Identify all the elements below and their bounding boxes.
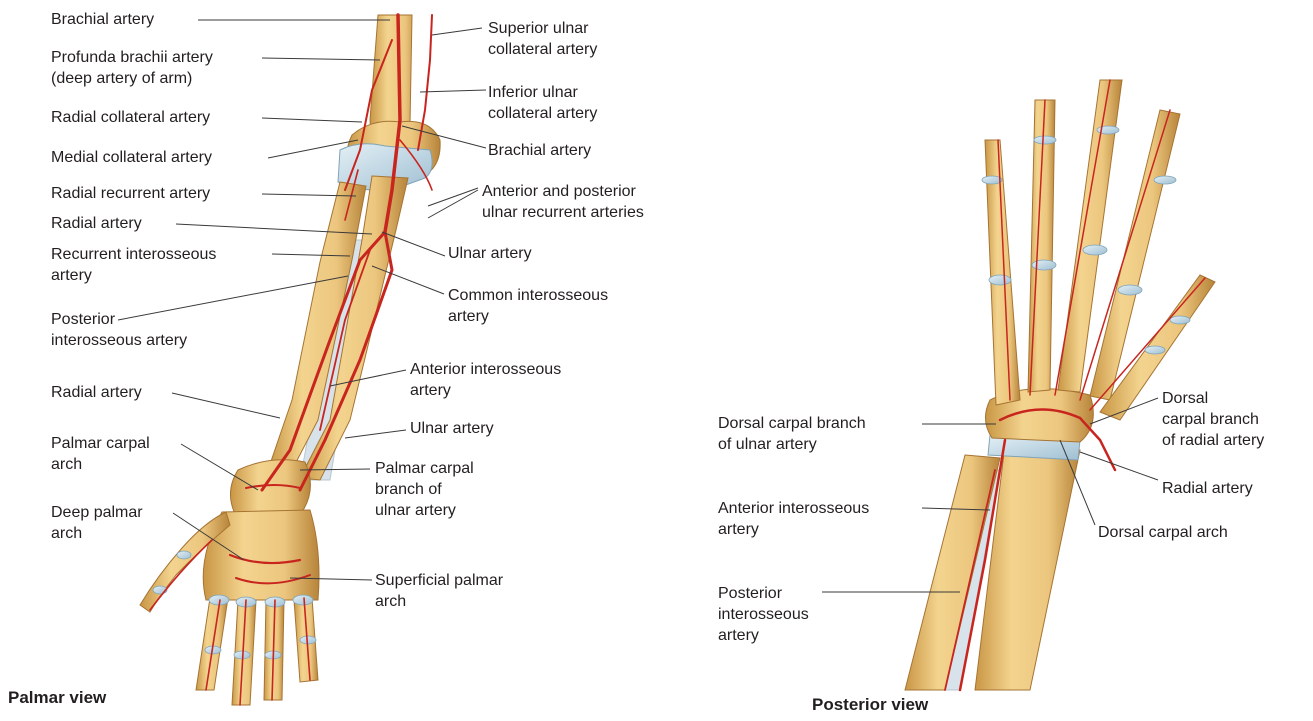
label-brachial-artery-right: Brachial artery [488, 140, 591, 161]
label-ulnar-artery-lower: Ulnar artery [410, 418, 494, 439]
label-medial-collateral-artery: Medial collateral artery [51, 147, 212, 168]
label-profunda-brachii-artery: Profunda brachii artery (deep artery of … [51, 47, 213, 89]
label-ulnar-recurrent-arteries: Anterior and posterior ulnar recurrent a… [482, 181, 644, 223]
label-dorsal-carpal-branch-ulnar: Dorsal carpal branch of ulnar artery [718, 413, 866, 455]
label-palmar-carpal-arch: Palmar carpal arch [51, 433, 150, 475]
posterior-view-title: Posterior view [812, 695, 928, 715]
label-dorsal-carpal-arch: Dorsal carpal arch [1098, 522, 1228, 543]
label-ulnar-artery-upper: Ulnar artery [448, 243, 532, 264]
posterior-illustration [905, 80, 1215, 690]
label-radial-artery-lower: Radial artery [51, 382, 142, 403]
label-posterior-interosseous-artery: Posterior interosseous artery [51, 309, 187, 351]
label-brachial-artery: Brachial artery [51, 9, 154, 30]
label-radial-recurrent-artery: Radial recurrent artery [51, 183, 210, 204]
label-posterior-interosseous-artery-posterior: Posterior interosseous artery [718, 583, 809, 646]
label-common-interosseous-artery: Common interosseous artery [448, 285, 608, 327]
label-superficial-palmar-arch: Superficial palmar arch [375, 570, 503, 612]
palmar-view-title: Palmar view [8, 688, 106, 708]
label-radial-artery-posterior: Radial artery [1162, 478, 1253, 499]
label-radial-collateral-artery: Radial collateral artery [51, 107, 210, 128]
label-anterior-interosseous-artery-posterior: Anterior interosseous artery [718, 498, 869, 540]
label-anterior-interosseous-artery: Anterior interosseous artery [410, 359, 561, 401]
label-dorsal-carpal-branch-radial: Dorsal carpal branch of radial artery [1162, 388, 1264, 451]
label-inferior-ulnar-collateral-artery: Inferior ulnar collateral artery [488, 82, 597, 124]
label-palmar-carpal-branch-ulnar: Palmar carpal branch of ulnar artery [375, 458, 474, 521]
label-radial-artery-upper: Radial artery [51, 213, 142, 234]
label-recurrent-interosseous-artery: Recurrent interosseous artery [51, 244, 216, 286]
label-superior-ulnar-collateral-artery: Superior ulnar collateral artery [488, 18, 597, 60]
finger-index [196, 598, 228, 690]
label-deep-palmar-arch: Deep palmar arch [51, 502, 143, 544]
